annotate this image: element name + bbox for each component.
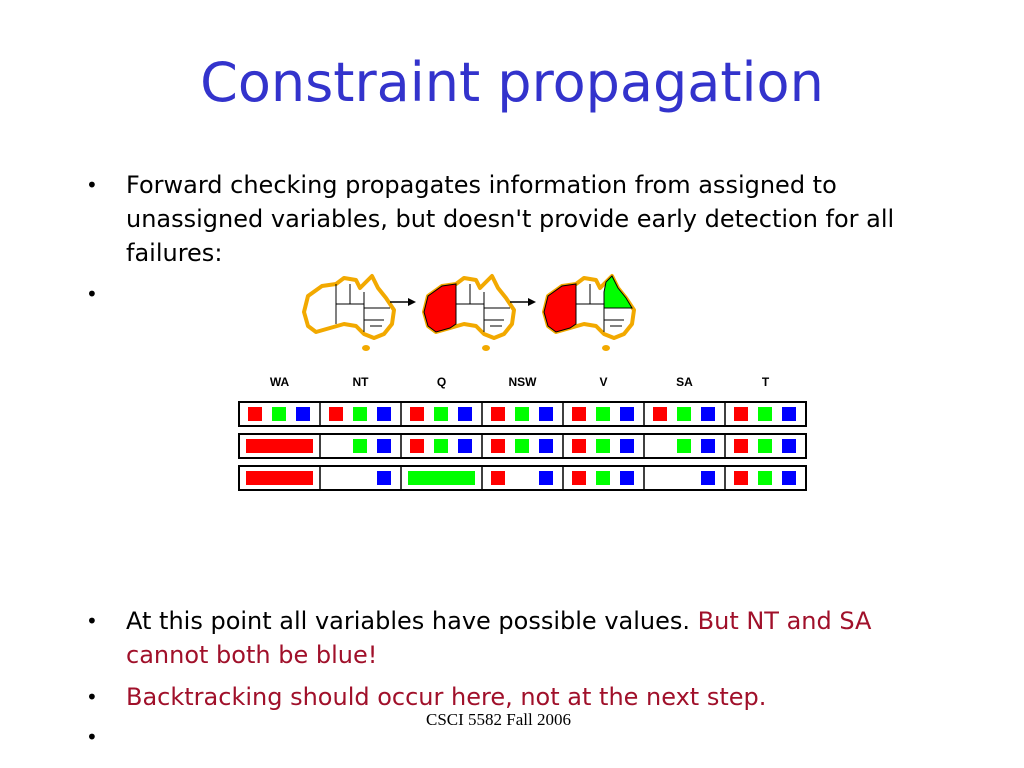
domain-row — [238, 465, 807, 491]
domain-swatch — [353, 439, 367, 453]
australia-maps — [302, 274, 636, 351]
domain-swatch — [758, 471, 772, 485]
domain-swatch — [758, 439, 772, 453]
bullet-3-plain: At this point all variables have possibl… — [126, 607, 698, 635]
column-label: V — [599, 375, 607, 389]
bullet-3-highlight: But NT and SA cannot both be blue! — [126, 607, 872, 669]
domain-swatch — [596, 471, 610, 485]
australia-map — [542, 274, 636, 351]
domain-swatch — [734, 471, 748, 485]
domain-swatch — [734, 439, 748, 453]
domain-swatch — [515, 407, 529, 421]
arrowhead — [528, 298, 536, 306]
domain-swatch-assigned — [408, 471, 475, 485]
domain-swatch — [758, 407, 772, 421]
column-label: NT — [353, 375, 370, 389]
arrowhead — [408, 298, 416, 306]
domain-swatch — [572, 471, 586, 485]
bullet-dot: • — [86, 282, 98, 306]
domain-swatch — [677, 407, 691, 421]
domain-swatch — [734, 407, 748, 421]
domain-swatch — [596, 439, 610, 453]
column-label: Q — [437, 375, 446, 389]
domain-swatch — [377, 439, 391, 453]
domain-swatch — [596, 407, 610, 421]
csp-figure: WA NT Q NSW V SA T — [238, 274, 807, 491]
australia-map — [422, 274, 516, 351]
domain-swatch — [677, 439, 691, 453]
domain-swatch — [782, 407, 796, 421]
column-labels: WA NT Q NSW V SA T — [270, 375, 770, 389]
domain-swatch — [248, 407, 262, 421]
column-label: SA — [676, 375, 693, 389]
domain-swatch — [491, 407, 505, 421]
footer: CSCI 5582 Fall 2006 — [426, 710, 571, 729]
domain-swatch — [458, 407, 472, 421]
column-label: NSW — [509, 375, 538, 389]
bullet-dot: • — [86, 173, 98, 197]
bullet-1-text: Forward checking propagates information … — [126, 171, 895, 267]
domain-swatch — [701, 407, 715, 421]
domain-swatch — [410, 407, 424, 421]
domain-swatch — [620, 471, 634, 485]
slide-title: Constraint propagation — [200, 51, 824, 114]
domain-swatch — [539, 471, 553, 485]
domain-swatch-assigned — [246, 439, 313, 453]
australia-map — [302, 274, 396, 351]
domain-swatch — [782, 471, 796, 485]
domain-swatch — [434, 439, 448, 453]
domain-swatch — [272, 407, 286, 421]
domain-swatch — [620, 407, 634, 421]
domain-swatch — [572, 407, 586, 421]
bullet-dot: • — [86, 609, 98, 633]
domain-swatch — [296, 407, 310, 421]
domain-swatch — [539, 407, 553, 421]
domain-swatch — [377, 407, 391, 421]
domain-swatch — [515, 439, 529, 453]
column-label: WA — [270, 375, 290, 389]
bullet-dot: • — [86, 685, 98, 709]
domain-swatch — [701, 471, 715, 485]
domain-swatch — [653, 407, 667, 421]
bullet-4-text: Backtracking should occur here, not at t… — [126, 683, 767, 711]
bullet-3-text: At this point all variables have possibl… — [126, 604, 956, 672]
domain-swatch — [701, 439, 715, 453]
domain-swatch — [377, 471, 391, 485]
domain-swatch — [491, 471, 505, 485]
domain-swatch — [620, 439, 634, 453]
domain-swatch — [539, 439, 553, 453]
domain-swatch — [353, 407, 367, 421]
tasmania — [482, 345, 490, 351]
domain-swatch — [458, 439, 472, 453]
progress-arrows — [390, 298, 536, 306]
domain-table — [238, 401, 807, 491]
domain-swatch — [329, 407, 343, 421]
domain-swatch — [434, 407, 448, 421]
tasmania — [362, 345, 370, 351]
domain-swatch — [410, 439, 424, 453]
domain-swatch — [491, 439, 505, 453]
domain-swatch — [782, 439, 796, 453]
domain-swatch — [572, 439, 586, 453]
column-label: T — [762, 375, 770, 389]
tasmania — [602, 345, 610, 351]
domain-swatch-assigned — [246, 471, 313, 485]
bullet-dot: • — [86, 725, 98, 749]
